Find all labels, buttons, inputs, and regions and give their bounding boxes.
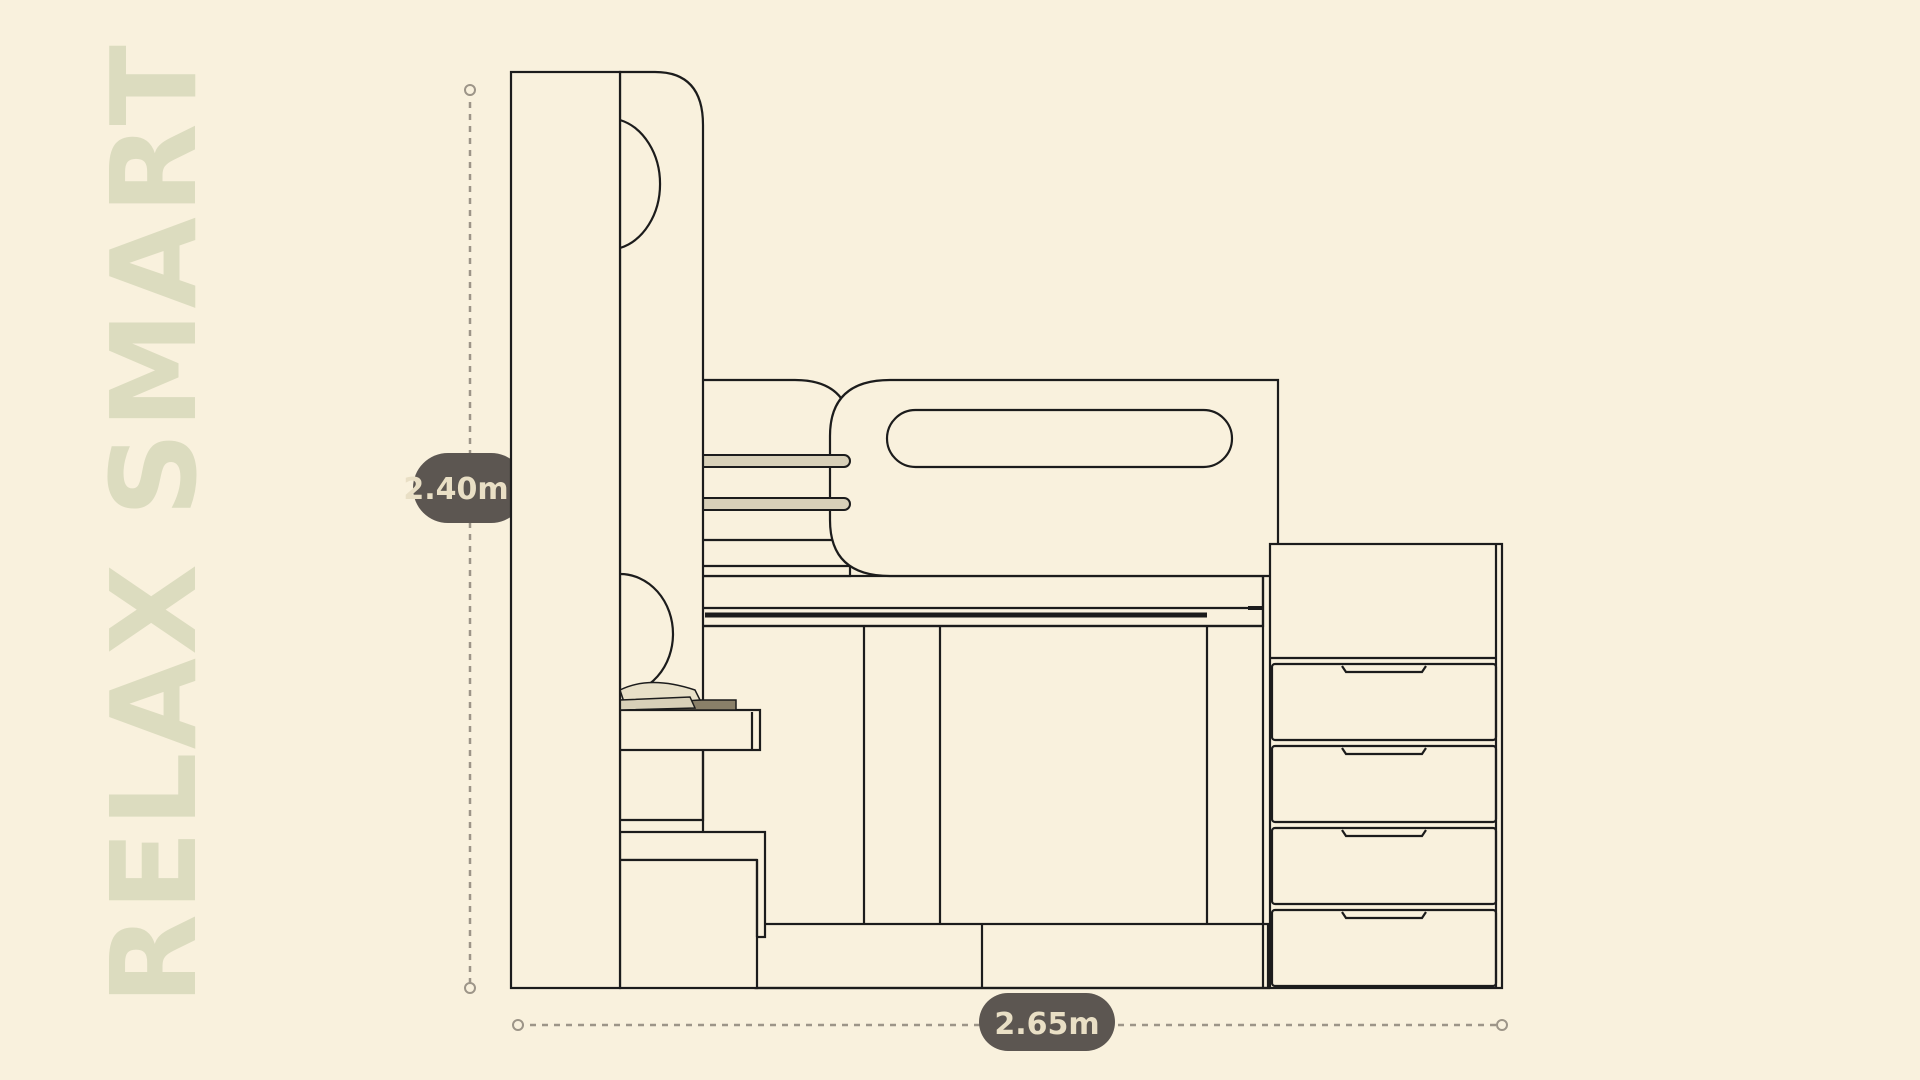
drawer-3 xyxy=(1270,826,1498,906)
step-cabinet-box xyxy=(618,858,759,990)
drawer-chest xyxy=(1268,542,1504,990)
drawer-2 xyxy=(1270,744,1498,824)
drawer-4 xyxy=(1270,908,1498,988)
ladder-rungs xyxy=(664,454,851,511)
width-dimension: 2.65m xyxy=(512,993,1508,1051)
upper-bunk xyxy=(700,378,1280,578)
desk-top xyxy=(618,708,762,752)
bed-rail xyxy=(618,574,1265,628)
width-dimension-right-end xyxy=(1496,1019,1508,1031)
step-cabinet xyxy=(618,830,767,990)
under-bed-cabinet xyxy=(618,574,1265,988)
height-dimension-top-end xyxy=(464,84,476,96)
drawer-4-handle xyxy=(1341,911,1427,920)
width-badge xyxy=(979,993,1115,1051)
width-label: 2.65m xyxy=(994,1007,1099,1042)
bed-structure xyxy=(509,70,1504,990)
guard-rail-handle-slot xyxy=(885,408,1234,469)
drawer-1 xyxy=(1270,662,1498,742)
side-panel-cutout-top xyxy=(619,118,662,250)
height-label: 2.40m xyxy=(403,472,508,507)
base-plinth xyxy=(753,922,1270,990)
desk-shelf xyxy=(618,681,762,832)
drawer-2-handle xyxy=(1341,747,1427,756)
ladder-side-panel xyxy=(618,70,705,822)
drawer-3-handle xyxy=(1341,829,1427,838)
wardrobe-panel xyxy=(509,70,622,990)
guard-rail-panel xyxy=(828,378,1280,578)
drawer-chest-frame xyxy=(1268,542,1504,990)
height-dimension-bottom-end xyxy=(464,982,476,994)
brand-watermark: RELAX SMART SPACE xyxy=(85,0,223,1005)
plinth xyxy=(753,922,1270,990)
drawer-1-handle xyxy=(1341,665,1427,674)
height-badge xyxy=(413,453,526,523)
width-dimension-left-end xyxy=(512,1019,524,1031)
headboard-back xyxy=(700,378,852,578)
height-dimension: 2.40m xyxy=(403,84,526,994)
